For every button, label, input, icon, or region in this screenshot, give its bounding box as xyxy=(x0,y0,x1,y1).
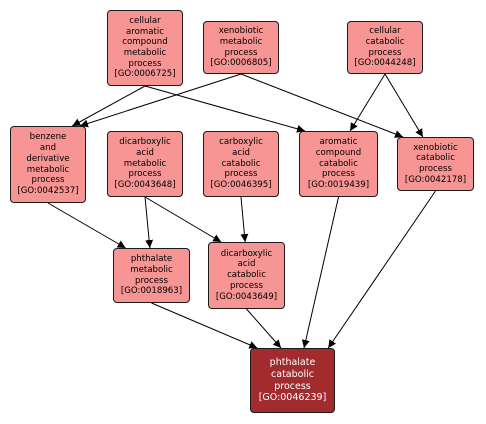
node-label-line: phthalate xyxy=(269,356,316,368)
node-label-line: and xyxy=(39,143,57,154)
node-label-line: process xyxy=(368,47,402,58)
node-label-line: process xyxy=(229,280,264,291)
node-label-line: catabolic xyxy=(365,36,405,47)
node-go-id: [GO:0046239] xyxy=(258,392,327,404)
node-go-id: [GO:0046395] xyxy=(210,180,272,191)
node-go-0043649[interactable]: dicarboxylic acid catabolic process [GO:… xyxy=(208,242,285,309)
node-label-line: process xyxy=(418,164,453,174)
edge-n44248-n19439 xyxy=(349,73,386,132)
node-go-id: [GO:0018963] xyxy=(120,286,183,297)
edge-n42178-n46239 xyxy=(327,190,436,349)
node-go-id: [GO:0006725] xyxy=(114,69,176,80)
node-label-line: process xyxy=(134,275,169,286)
node-go-id: [GO:0006805] xyxy=(210,58,272,69)
node-label-line: benzene xyxy=(29,132,67,143)
node-go-0019439[interactable]: aromatic compound catabolic process [GO:… xyxy=(299,131,378,197)
node-go-id: [GO:0043648] xyxy=(114,180,176,191)
node-label-line: compound xyxy=(122,37,168,48)
node-label-line: acid xyxy=(136,147,154,158)
edge-n43649-n46239 xyxy=(246,308,282,349)
node-label-line: metabolic xyxy=(123,48,167,58)
edge-n6805-n42178 xyxy=(240,73,404,138)
edge-n6725-n42537 xyxy=(72,85,146,127)
node-go-0006725[interactable]: cellular aromatic compound metabolic pro… xyxy=(107,10,183,86)
node-label-line: compound xyxy=(315,147,362,158)
node-label-line: acid xyxy=(237,259,256,270)
node-go-0046239[interactable]: phthalate catabolic process [GO:0046239] xyxy=(250,348,335,413)
node-label-line: xenobiotic xyxy=(218,26,264,37)
node-label-line: xenobiotic xyxy=(413,142,458,153)
node-label-line: metabolic xyxy=(26,164,70,175)
node-label-line: aromatic xyxy=(319,137,358,148)
node-label-line: catabolic xyxy=(416,153,455,164)
node-label-line: phthalate xyxy=(130,254,173,265)
node-label-line: derivative xyxy=(26,153,70,164)
node-label-line: catabolic xyxy=(227,270,266,281)
node-go-id: [GO:0019439] xyxy=(307,180,370,191)
node-go-0042537[interactable]: benzene and derivative metabolic process… xyxy=(10,126,86,203)
node-label-line: process xyxy=(128,169,162,180)
edge-n44248-n42178 xyxy=(384,73,424,138)
node-label-line: process xyxy=(274,380,311,392)
node-label-line: dicarboxylic xyxy=(119,137,171,148)
node-label-line: carboxylic xyxy=(219,137,263,148)
node-label-line: catabolic xyxy=(319,158,358,169)
node-go-0043648[interactable]: dicarboxylic acid metabolic process [GO:… xyxy=(107,131,183,197)
node-label-line: cellular xyxy=(129,15,161,26)
edge-n19439-n46239 xyxy=(301,196,339,349)
edge-n6725-n19439 xyxy=(144,85,306,133)
node-go-0044248[interactable]: cellular catabolic process [GO:0044248] xyxy=(347,21,423,74)
node-label-line: cellular xyxy=(369,26,401,37)
node-label-line: process xyxy=(321,169,356,180)
edge-n18963-n46239 xyxy=(151,302,258,349)
node-label-line: process xyxy=(128,58,162,69)
node-go-id: [GO:0043649] xyxy=(215,291,278,302)
edge-n42537-n18963 xyxy=(47,202,126,249)
node-go-0046395[interactable]: carboxylic acid catabolic process [GO:00… xyxy=(203,131,279,197)
edge-n43648-n43649 xyxy=(144,196,222,243)
node-label-line: metabolic xyxy=(219,36,263,47)
node-label-line: process xyxy=(31,175,65,186)
node-label-line: catabolic xyxy=(271,368,314,380)
node-label-line: aromatic xyxy=(126,26,164,37)
edge-n46395-n43649 xyxy=(240,196,249,243)
node-go-id: [GO:0042178] xyxy=(404,174,467,185)
node-go-id: [GO:0042537] xyxy=(17,185,79,196)
node-label-line: process xyxy=(224,169,258,180)
edge-n43648-n18963 xyxy=(144,196,154,249)
node-go-id: [GO:0044248] xyxy=(354,58,416,69)
node-label-line: dicarboxylic xyxy=(220,248,273,259)
edge-n6805-n42537 xyxy=(79,73,242,128)
node-label-line: process xyxy=(224,47,258,58)
node-go-0006805[interactable]: xenobiotic metabolic process [GO:0006805… xyxy=(203,21,279,74)
node-label-line: metabolic xyxy=(130,264,173,275)
node-label-line: metabolic xyxy=(123,158,167,169)
node-label-line: acid xyxy=(232,147,250,158)
node-go-0042178[interactable]: xenobiotic catabolic process [GO:0042178… xyxy=(397,137,474,191)
node-label-line: catabolic xyxy=(221,158,261,169)
node-go-0018963[interactable]: phthalate metabolic process [GO:0018963] xyxy=(113,248,190,303)
